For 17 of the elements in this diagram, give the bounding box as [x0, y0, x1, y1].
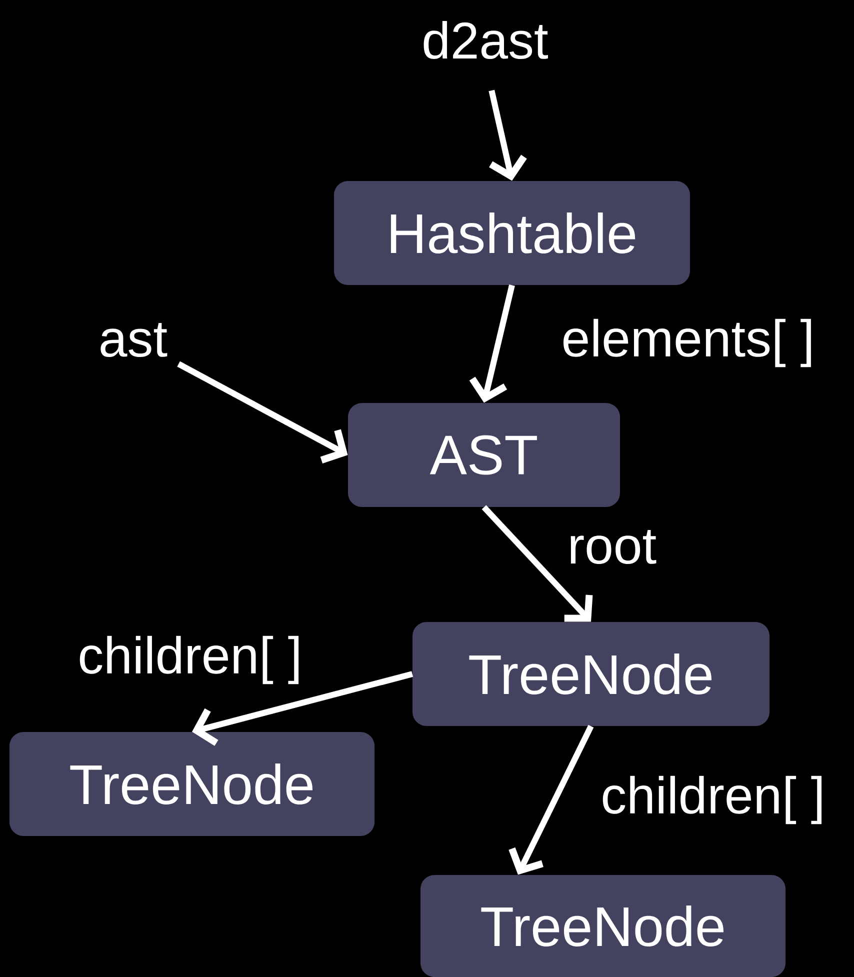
arrow: [192, 671, 414, 746]
arrow: [469, 284, 515, 403]
class-box: AST: [348, 403, 620, 507]
edge-label: elements[ ]: [560, 318, 816, 368]
arrow: [508, 724, 594, 875]
class-box: TreeNode: [10, 732, 374, 836]
arrow: [488, 90, 527, 181]
class-box: TreeNode: [420, 875, 786, 977]
class-box: TreeNode: [412, 622, 770, 726]
edge-label: children[ ]: [600, 774, 826, 826]
variable-label: d2ast: [424, 20, 548, 60]
class-box: Hashtable: [334, 181, 690, 285]
edge-label: children[ ]: [76, 634, 304, 686]
arrow: [177, 361, 348, 464]
edge-label: root: [566, 529, 658, 565]
variable-label: ast: [100, 323, 168, 357]
arrow: [482, 505, 593, 622]
